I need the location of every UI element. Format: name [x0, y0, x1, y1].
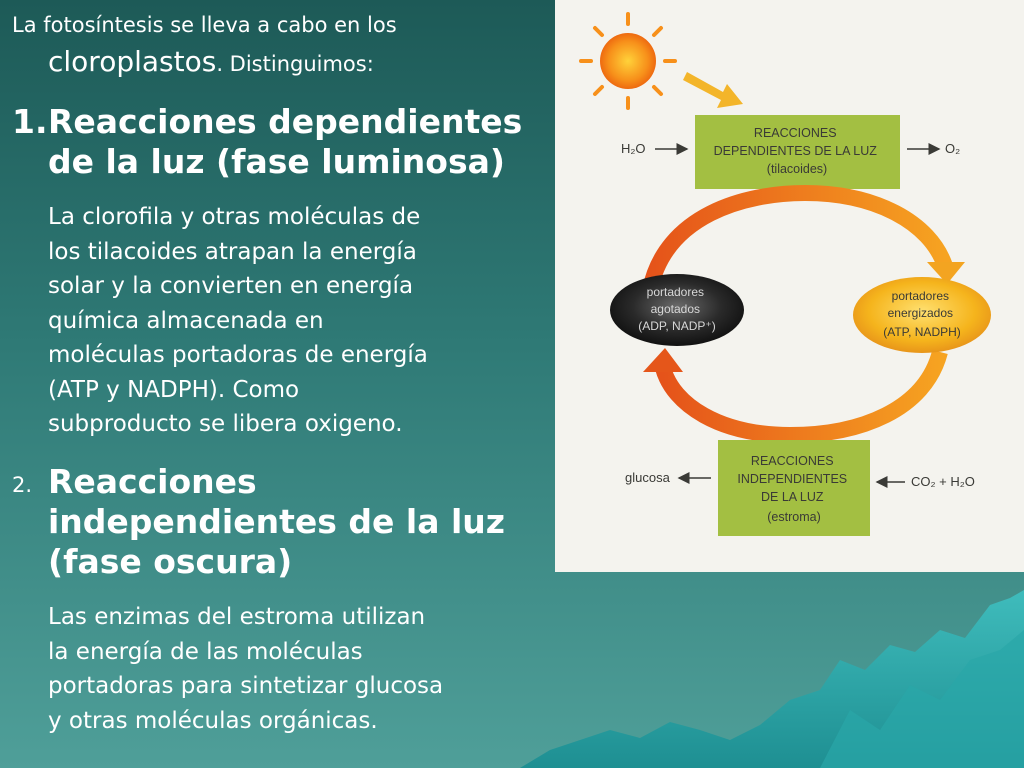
dark-reactions-line: DE LA LUZ [761, 490, 824, 504]
intro-text-continued: cloroplastos. Distinguimos: [48, 44, 374, 82]
dark-reactions-line: REACCIONES [751, 454, 834, 468]
dark-reactions-line: INDEPENDIENTES [737, 472, 847, 486]
depleted-carriers-line: portadores [647, 285, 704, 299]
intro-tail: . Distinguimos: [216, 52, 374, 76]
section-2-heading-line: independientes de la luz [48, 502, 505, 541]
body-line: Las enzimas del estroma utilizan [48, 604, 426, 630]
svg-text:portadores agotados: portadores agotados (ADP, NADP⁺) [638, 285, 715, 333]
cycle-arrowhead-bottom [643, 348, 683, 372]
photosynthesis-diagram: REACCIONES DEPENDIENTES DE LA LUZ (tilac… [555, 0, 1024, 572]
section-2-heading-line: (fase oscura) [48, 542, 293, 581]
body-line: y otras moléculas orgánicas. [48, 707, 378, 734]
light-reactions-line: (tilacoides) [767, 162, 827, 176]
dark-reactions-line: (estroma) [767, 510, 820, 524]
light-reactions-box [695, 115, 900, 189]
water-input-label: H₂O [621, 141, 646, 156]
intro-text: La fotosíntesis se lleva a cabo en los [12, 13, 397, 37]
body-line: subproducto se libera oxigeno. [48, 411, 403, 437]
body-line: química almacenada en [48, 307, 324, 334]
light-reactions-line: REACCIONES [754, 126, 837, 140]
depleted-carriers-line: agotados [651, 302, 700, 316]
section-2-heading-line: Reacciones [48, 462, 257, 501]
section-1-body: La clorofila y otras moléculas de los til… [48, 200, 428, 442]
body-line: moléculas portadoras de energía [48, 342, 428, 368]
energized-carriers-ellipse [853, 277, 991, 353]
section-2-body: Las enzimas del estroma utilizan la energ… [48, 600, 443, 738]
body-line: (ATP y NADPH). Como [48, 376, 300, 403]
svg-text:REACCIONES INDEPENDIENTE: REACCIONES INDEPENDIENTES DE LA LUZ (est… [737, 454, 850, 524]
svg-text:portadores energizados: portadores energizados (ATP, NADPH) [883, 289, 961, 339]
chloroplast-term: cloroplastos [48, 45, 217, 78]
depleted-carriers-line: (ADP, NADP⁺) [638, 319, 715, 333]
energized-carriers-line: energizados [888, 306, 953, 320]
cycle-arrow-bottom [655, 349, 948, 444]
cycle-arrow-top [642, 184, 953, 292]
energized-carriers-line: (ATP, NADPH) [883, 325, 961, 339]
body-line: solar y la convierten en energía [48, 273, 414, 299]
section-1-heading-line: Reacciones dependientes [48, 102, 523, 141]
svg-text:REACCIONES DEPENDIENTES: REACCIONES DEPENDIENTES DE LA LUZ (tilac… [714, 126, 881, 176]
section-1-heading-line: de la luz (fase luminosa) [48, 142, 505, 181]
glucose-output-label: glucosa [625, 470, 671, 485]
cycle-arrowhead-top [927, 262, 965, 284]
body-line: la energía de las moléculas [48, 638, 363, 665]
body-line: portadoras para sintetizar glucosa [48, 673, 444, 699]
sun-icon [579, 12, 677, 110]
energized-carriers-line: portadores [892, 289, 949, 303]
mountains-decoration [520, 590, 1024, 768]
section-2-number: 2. [12, 473, 33, 497]
body-line: los tilacoides atrapan la energía [48, 238, 417, 265]
co2-input-label: CO₂ + H₂O [911, 474, 975, 489]
oxygen-output-label: O₂ [945, 141, 960, 156]
light-reactions-line: DEPENDIENTES DE LA LUZ [714, 144, 878, 158]
dark-reactions-box [718, 440, 870, 536]
sunlight-arrow [683, 72, 743, 108]
section-1-number: 1. [12, 102, 48, 141]
depleted-carriers-ellipse [610, 274, 744, 346]
body-line: La clorofila y otras moléculas de [48, 204, 421, 230]
